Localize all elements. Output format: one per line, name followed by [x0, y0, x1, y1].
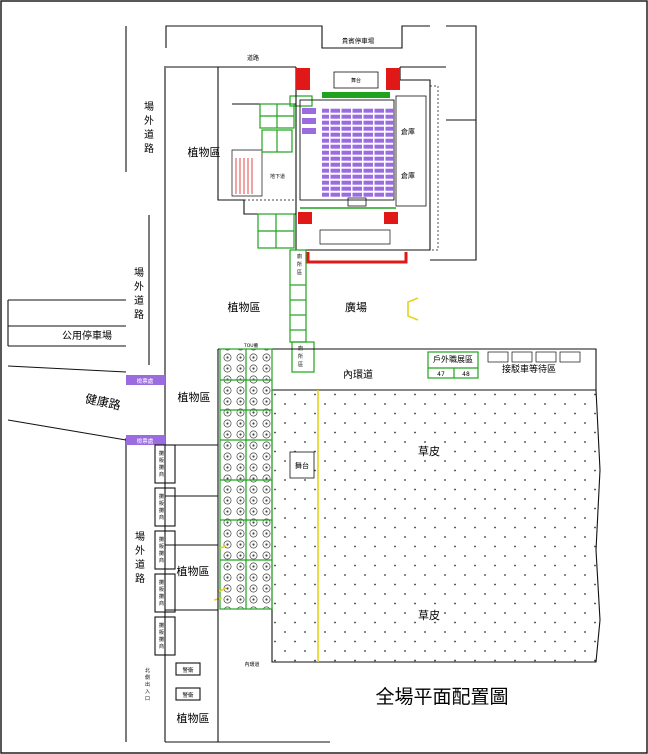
guard-box-1 [175, 662, 201, 676]
shuttle-waiting-area: 接駁車等待區 [487, 351, 581, 375]
seating-block [322, 108, 394, 198]
green-corridor: 廁所區 廁所區 [289, 249, 315, 373]
vendor-booth-label-3: 攤販攤商 [159, 536, 164, 564]
vendor-booth-label-1: 攤販攤商 [159, 450, 164, 478]
plant-area-label-3: 植物區 [178, 390, 211, 404]
offsite-road-left: 場外道路 場外道路 場外道路 [125, 26, 166, 742]
vendor-booth-label-5: 攤販攤商 [159, 622, 164, 650]
lawn-label-2: 草皮 [418, 609, 440, 622]
underground-label: 地下道 [270, 173, 285, 180]
green-booths-north [257, 95, 313, 249]
warehouse-label-2: 倉庫 [401, 171, 415, 180]
east-building-outline [430, 25, 477, 261]
gate-badge-2: 檢票處 [126, 435, 165, 445]
inner-ring-road-label: 內環道 [343, 368, 373, 381]
road-top-label: 道路 [247, 54, 259, 62]
plant-area-label-4: 植物區 [177, 564, 210, 578]
booth-tag-label: TOU攤 [243, 342, 259, 349]
svg-text:檢票處: 檢票處 [137, 437, 154, 445]
plan-title: 全場平面配置圖 [375, 686, 508, 708]
vendor-booth-label-2: 攤販攤商 [159, 493, 164, 521]
public-parking-label: 公用停車場 [62, 329, 112, 342]
booth-48-label: 48 [462, 371, 470, 378]
vip-parking-label: 貴賓停車場 [342, 36, 375, 45]
shuttle-waiting-label: 接駁車等待區 [502, 363, 556, 375]
stage-label: 舞台 [295, 461, 309, 470]
main-auditorium: 舞台 倉庫 倉庫 [232, 67, 439, 264]
toilet-label-1: 廁所區 [297, 253, 302, 276]
plant-area-label-2: 植物區 [228, 300, 261, 314]
outdoor-exhibit-area: 戶外職展區 47 48 [427, 351, 479, 379]
public-parking-area: 公用停車場 健康路 [7, 299, 127, 441]
stage-top-label: 舞台 [351, 77, 361, 84]
offsite-road-label-3: 場外道路 [135, 530, 145, 585]
jiankang-road-label: 健康路 [84, 391, 122, 413]
plant-area-label-1: 植物區 [188, 145, 221, 159]
north-entrance-label: 北側出入口 [145, 667, 150, 702]
booth-47-label: 47 [437, 371, 445, 378]
lawn-area: 舞台 草皮 草皮 [271, 389, 601, 663]
west-building: 地下道 [217, 67, 296, 215]
outdoor-exhibit-label: 戶外職展區 [433, 354, 473, 364]
lawn-label-1: 草皮 [418, 445, 440, 458]
guard-box-2 [175, 687, 201, 701]
svg-text:檢票處: 檢票處 [137, 377, 154, 385]
inner-road-small-label: 內環道 [244, 661, 259, 668]
plant-area-label-5: 植物區 [177, 711, 210, 725]
vendor-booth-label-4: 攤販攤商 [159, 579, 164, 607]
vendor-booth-column: 攤販攤商 攤販攤商 攤販攤商 攤販攤商 攤販攤商 [154, 444, 176, 656]
gate-badge-1: 檢票處 [126, 375, 165, 385]
vip-parking-lot: 貴賓停車場 [165, 25, 430, 49]
yellow-marker-plaza [407, 297, 419, 321]
booth-grid: TOU攤 [213, 342, 273, 610]
offsite-road-label-1: 場外道路 [144, 100, 154, 155]
guard-label-1: 警衛 [182, 666, 194, 674]
guard-label-2: 警衛 [182, 691, 194, 699]
south-walk-outline [165, 349, 219, 742]
offsite-road-label-2: 場外道路 [134, 266, 144, 321]
plaza-label: 廣場 [345, 300, 367, 314]
warehouse-label-1: 倉庫 [401, 127, 415, 136]
